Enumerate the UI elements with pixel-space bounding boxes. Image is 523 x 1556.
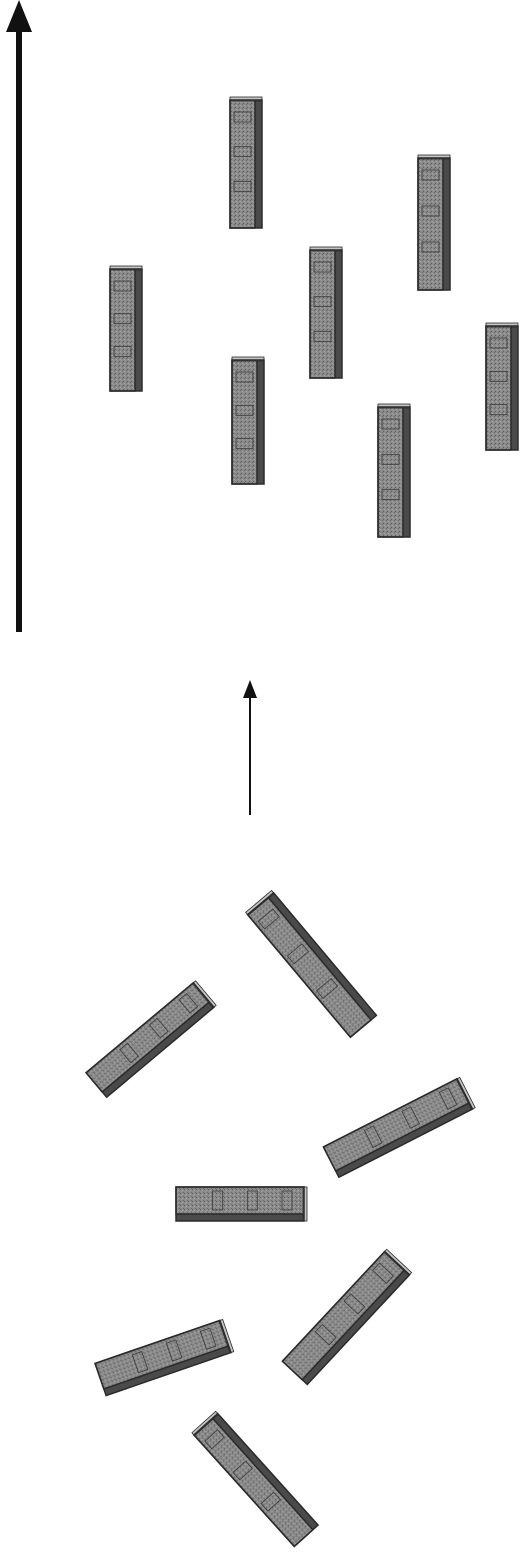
magnet-side-face: [443, 158, 450, 290]
magnet-side-face: [135, 269, 142, 391]
aligned-magnet: [110, 266, 142, 391]
random-magnet: [176, 1187, 307, 1221]
magnet-side-face: [403, 407, 410, 537]
aligned-magnet: [230, 97, 262, 228]
magnet-side-face: [335, 250, 342, 378]
aligned-magnet: [418, 155, 450, 290]
aligned-magnet: [310, 247, 342, 378]
magnet-side-face: [257, 360, 264, 484]
aligned-magnet: [378, 404, 410, 537]
magnet-side-face: [255, 100, 262, 228]
aligned-magnet: [232, 357, 264, 484]
aligned-magnet: [486, 323, 518, 450]
magnet-side-face: [511, 326, 518, 450]
magnet-side-face: [176, 1214, 304, 1221]
